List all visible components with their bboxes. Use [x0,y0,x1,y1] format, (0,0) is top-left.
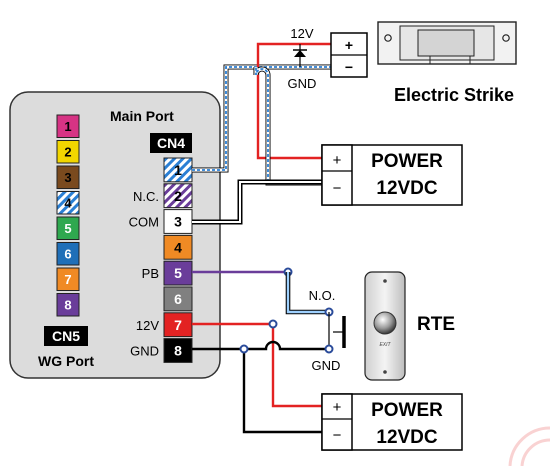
strike-minus: − [345,59,353,75]
main-pin-label: 12V [136,318,159,333]
main-pin-3: 3 COM [129,209,193,234]
main-pin-label: PB [142,266,159,281]
strike-plus: + [345,37,353,53]
wire-com [192,179,322,225]
main-pin-6: 6 [163,286,193,312]
rte-label: RTE [417,314,455,335]
exit-button-text: EXIT [379,342,391,348]
wg-pin-block [56,267,80,291]
main-pin-label: N.C. [133,189,159,204]
watermark-decoration [508,426,550,466]
main-pin-4: 4 [163,234,193,260]
main-pin-7: 7 12V [136,312,193,338]
wg-pin-block [56,165,80,189]
main-pin-block [163,338,193,363]
wire-gnd [192,340,334,434]
wg-pin-number: 5 [64,221,71,236]
wg-pin-number: 2 [64,145,71,160]
wg-pin-block [56,191,80,215]
wg-pin-block [56,293,80,317]
wg-pin-4: 4 [56,191,80,215]
wg-pin-2: 2 [56,140,80,164]
main-pin-number: 1 [174,162,182,178]
exit-button-image: EXIT [364,271,406,381]
wg-port-pins: 1 2 3 4 5 6 7 8 [56,114,80,317]
main-pin-number: 3 [174,214,182,230]
wg-pin-6: 6 [56,242,80,266]
main-pin-label: COM [129,215,159,230]
wire-blue-gnd [192,64,331,173]
wg-pin-block [56,242,80,266]
strike-12v-label: 12V [290,26,313,41]
main-pin-number: 6 [174,291,182,307]
strike-gnd-label: GND [288,76,317,91]
power-supply-bottom: + − POWER 12VDC [321,393,463,451]
main-pin-block [163,183,193,209]
rte-no-label: N.O. [309,288,336,303]
electric-strike-label: Electric Strike [394,85,514,105]
wire-12v [192,319,322,408]
power-supply-top: + − POWER 12VDC [321,144,463,206]
cn5-label: CN5 [52,328,80,344]
main-pin-number: 7 [174,317,182,333]
power-top-minus: − [333,180,342,197]
cn5-badge [44,326,88,346]
wg-pin-number: 4 [64,196,72,211]
main-port-label: Main Port [110,108,174,124]
wg-pin-number: 3 [64,170,71,185]
main-port-pins: 1 2 N.C. 3 COM 4 5 PB 6 7 12V 8 GND [129,157,193,363]
main-pin-block [163,286,193,312]
power-bottom-line1: POWER [371,400,443,421]
cn4-label: CN4 [157,135,185,151]
main-pin-label: GND [130,344,159,359]
wg-pin-block [56,140,80,164]
power-top-line1: POWER [371,151,443,172]
wg-pin-number: 1 [64,119,71,134]
rte-gnd-label: GND [312,358,341,373]
wg-pin-number: 8 [64,298,71,313]
wire-red-12v [256,42,331,160]
main-pin-number: 8 [174,343,182,359]
switch-symbol [328,312,346,348]
main-pin-number: 2 [174,188,182,204]
power-top-plus: + [333,152,342,169]
diode-symbol [293,44,307,67]
main-pin-1: 1 [163,157,193,183]
power-top-line2: 12VDC [376,178,438,199]
wire-blue-power-minus [253,66,322,186]
electric-strike-image [377,21,517,65]
wg-pin-1: 1 [56,114,80,138]
main-pin-block [163,234,193,260]
wg-pin-8: 8 [56,293,80,317]
wg-pin-block [56,114,80,138]
power-bottom-minus: − [333,427,342,444]
power-bottom-line2: 12VDC [376,427,438,448]
wg-pin-5: 5 [56,216,80,240]
power-bottom-plus: + [333,399,342,416]
main-pin-5: 5 PB [142,260,193,286]
wg-pin-7: 7 [56,267,80,291]
cn4-badge [150,133,192,153]
wg-pin-number: 6 [64,247,71,262]
wg-port-label: WG Port [38,353,94,369]
wg-pin-number: 7 [64,272,71,287]
main-pin-number: 4 [174,239,182,255]
main-pin-8: 8 GND [130,338,193,363]
main-pin-2: 2 N.C. [133,183,193,209]
main-pin-number: 5 [174,265,182,281]
wg-pin-block [56,216,80,240]
wg-pin-3: 3 [56,165,80,189]
